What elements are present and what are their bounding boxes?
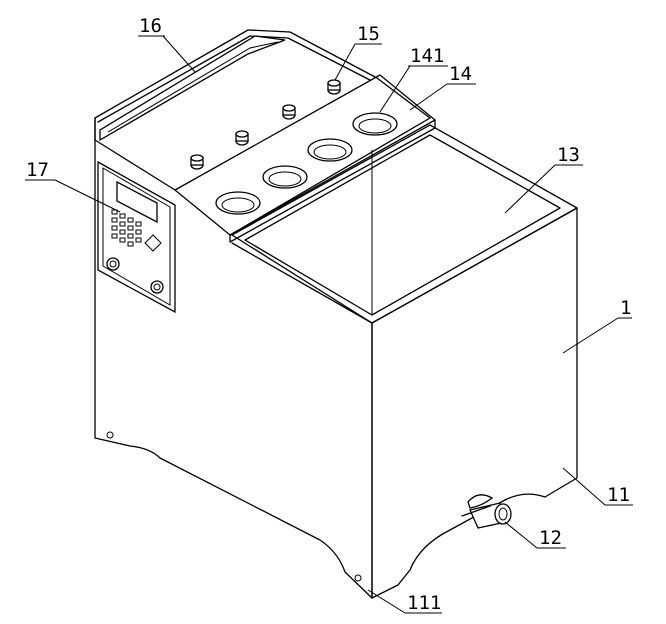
label-111: 111 <box>407 592 441 614</box>
direction-pad <box>144 234 162 252</box>
drain-valve <box>461 494 512 529</box>
tube-hole <box>262 165 308 189</box>
cabinet-body <box>94 117 578 599</box>
tube-hole <box>307 138 353 162</box>
knob-right <box>150 280 164 294</box>
handle <box>99 35 286 142</box>
label-12: 12 <box>539 527 562 549</box>
tank <box>231 124 578 324</box>
label-1: 1 <box>620 297 631 319</box>
label-11: 11 <box>607 484 630 506</box>
label-13: 13 <box>557 144 580 166</box>
knob <box>190 154 204 170</box>
part-labels: 16 15 141 14 17 13 1 11 12 111 <box>26 15 631 614</box>
knobs <box>190 79 341 170</box>
display-screen <box>116 180 158 224</box>
label-14: 14 <box>449 63 472 85</box>
label-15: 15 <box>357 23 380 45</box>
knob <box>327 79 341 95</box>
label-16: 16 <box>139 15 162 37</box>
foot-hole <box>106 431 114 439</box>
knob <box>282 104 296 120</box>
tube-hole <box>352 112 398 136</box>
top-deck <box>94 29 431 236</box>
tube-hole <box>215 191 261 215</box>
leader-lines <box>25 35 633 614</box>
control-panel <box>97 160 176 314</box>
label-141: 141 <box>410 45 444 67</box>
knob <box>235 130 249 146</box>
foot-hole <box>354 574 362 582</box>
knob-left <box>106 257 120 271</box>
keypad <box>111 209 142 247</box>
tube-rack-panel <box>174 74 436 243</box>
label-17: 17 <box>26 159 49 181</box>
tube-holes <box>215 112 398 215</box>
